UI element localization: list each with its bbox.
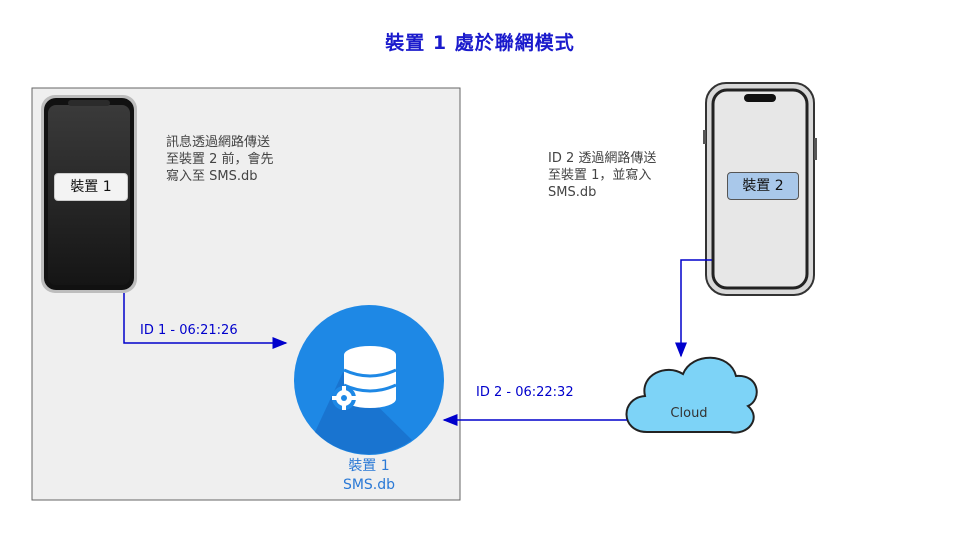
flow1-connector: [123, 293, 288, 349]
flow2-label: ID 2 - 06:22:32: [476, 385, 574, 400]
flow1-label: ID 1 - 06:21:26: [140, 323, 238, 338]
device2-note: ID 2 透過網路傳送 至裝置 1，並寫入 SMS.db: [548, 151, 657, 200]
device1-label: 裝置 1: [54, 173, 128, 201]
database-label-line2: SMS.db: [342, 477, 396, 493]
cloud-label: Cloud: [670, 406, 708, 421]
gear-icon: [332, 386, 356, 410]
database-label-line1: 裝置 1: [348, 458, 390, 474]
diagram-title: 裝置 1 處於聯網模式: [385, 32, 575, 54]
device2-label: 裝置 2: [727, 172, 799, 200]
database-label: 裝置 1 SMS.db: [309, 457, 429, 495]
device2-to-cloud-connector: [675, 259, 712, 358]
database-gear-icon: [294, 305, 444, 455]
device1-note: 訊息透過網路傳送 至裝置 2 前，會先 寫入至 SMS.db: [166, 135, 274, 184]
cloud-icon: [625, 356, 758, 434]
